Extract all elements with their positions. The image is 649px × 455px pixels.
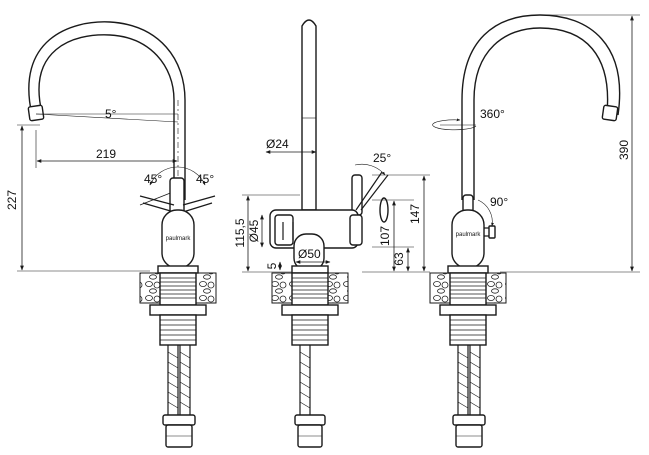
left-spout-inner [38, 34, 175, 200]
right-aerator [601, 104, 619, 122]
lever-147-label: 147 [408, 204, 422, 224]
lever-107-label: 107 [378, 226, 392, 246]
left-brand: paulmark [166, 236, 192, 242]
lever-turn-label: 90° [490, 195, 508, 209]
handle-left-angle-label: 45° [144, 172, 162, 186]
right-body [451, 209, 485, 269]
handle-tilt-label: 25° [373, 151, 391, 165]
rotation-label: 360° [480, 107, 505, 121]
height-label: 227 [5, 190, 19, 210]
left-view: paulmark [17, 21, 217, 448]
total-height-label: 390 [617, 140, 631, 160]
body-height-label: 115,5 [233, 218, 247, 247]
left-aerator [27, 104, 45, 122]
right-brand: paulmark [456, 232, 482, 238]
base-diameter-label: Ø50 [298, 247, 321, 261]
body-diameter-label: Ø45 [247, 219, 261, 242]
lever-63-label: 63 [392, 252, 406, 266]
right-spout-inner [473, 27, 609, 200]
middle-tube [301, 19, 317, 211]
angle-spout-label: 5° [105, 107, 117, 121]
right-view: paulmark [429, 14, 640, 448]
handle-right-angle-label: 45° [196, 172, 214, 186]
plate-gap-label: 5 [265, 262, 279, 269]
left-spout-outer [28, 21, 186, 200]
reach-label: 219 [96, 147, 116, 161]
tube-diameter-label: Ø24 [266, 137, 289, 151]
middle-view [242, 19, 430, 448]
